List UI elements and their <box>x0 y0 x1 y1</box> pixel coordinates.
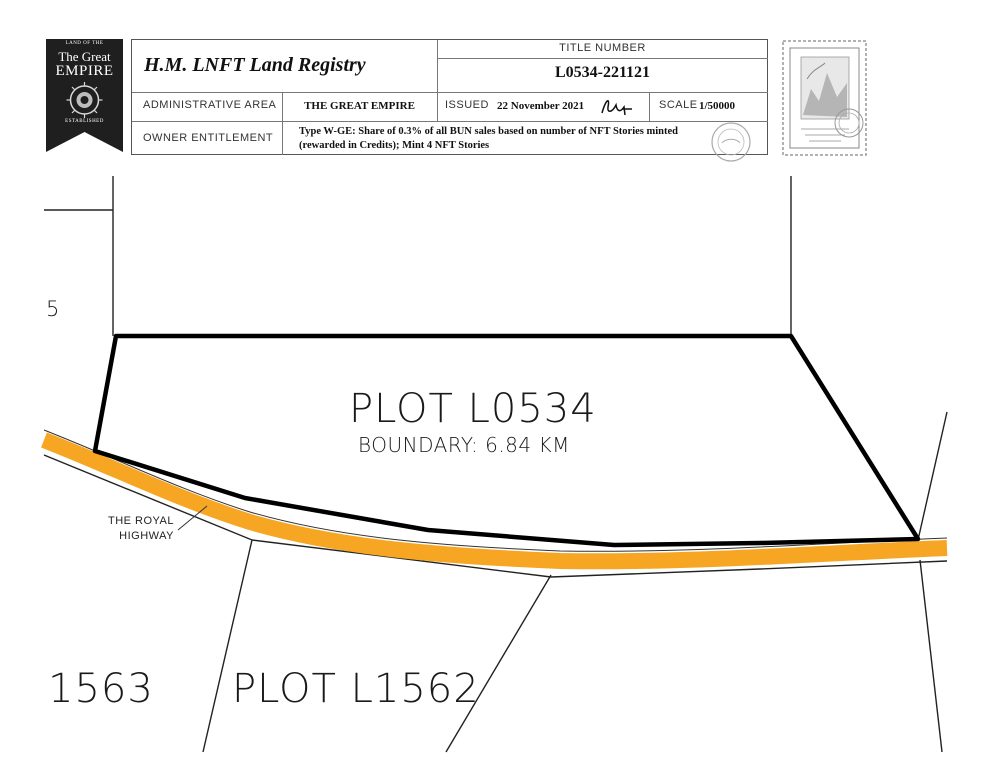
issued-date: 22 November 2021 <box>497 100 585 112</box>
scale-label: SCALE <box>659 99 698 111</box>
seal-stamp-icon <box>711 122 751 162</box>
road-label: THE ROYAL HIGHWAY <box>88 514 174 544</box>
banner-bottom-text: ESTABLISHED <box>65 119 104 124</box>
neighbor-boundary-far-right-upper <box>917 411 948 541</box>
issued-label: ISSUED <box>445 99 489 111</box>
neighbor-plot-label-bottom: PLOT L1562 <box>232 666 480 712</box>
scale-value: 1/50000 <box>699 100 736 112</box>
signature-icon <box>601 100 632 116</box>
registry-title: H.M. LNFT Land Registry <box>144 54 366 76</box>
banner-line1: The Great <box>58 49 111 64</box>
owner-entitlement-label: OWNER ENTITLEMENT <box>143 132 274 144</box>
plot-l0534-boundary[interactable] <box>92 333 921 548</box>
road-label-line1: THE ROYAL <box>107 515 174 527</box>
empire-banner: LAND OF THE The Great EMPIRE ESTABLISHED <box>46 39 123 152</box>
owner-entitlement-line1: Type W-GE: Share of 0.3% of all BUN sale… <box>299 126 678 137</box>
neighbor-boundary-bottom-middle <box>445 574 552 753</box>
neighbor-plot-label-left-partial: 5 <box>46 297 61 321</box>
main-plot-boundary-length: BOUNDARY: 6.84 KM <box>358 433 570 457</box>
neighbor-boundary-far-right-lower <box>919 559 943 753</box>
main-plot-title: PLOT L0534 <box>349 386 597 432</box>
neighbor-boundaries <box>43 176 948 753</box>
owner-entitlement-line2: (rewarded in Credits); Mint 4 NFT Storie… <box>299 140 490 151</box>
banner-top-text: LAND OF THE <box>65 41 104 46</box>
admin-area-label: ADMINISTRATIVE AREA <box>143 99 277 111</box>
registry-header: H.M. LNFT Land Registry TITLE NUMBER L05… <box>131 39 768 162</box>
postage-stamp-icon <box>782 40 867 156</box>
road-label-leader <box>177 505 208 531</box>
royal-highway-outline <box>43 429 948 552</box>
road-lower-edge <box>43 454 948 578</box>
road-label-line2: HIGHWAY <box>119 530 174 542</box>
title-number-label: TITLE NUMBER <box>559 42 646 54</box>
royal-highway-road <box>41 432 948 570</box>
title-number-value: L0534-221121 <box>554 64 651 81</box>
neighbor-plot-label-bottom-left: 1563 <box>48 666 154 712</box>
admin-area-value: THE GREAT EMPIRE <box>304 100 415 112</box>
neighbor-boundary-bottom-left <box>202 539 253 753</box>
banner-line2: EMPIRE <box>55 63 114 79</box>
